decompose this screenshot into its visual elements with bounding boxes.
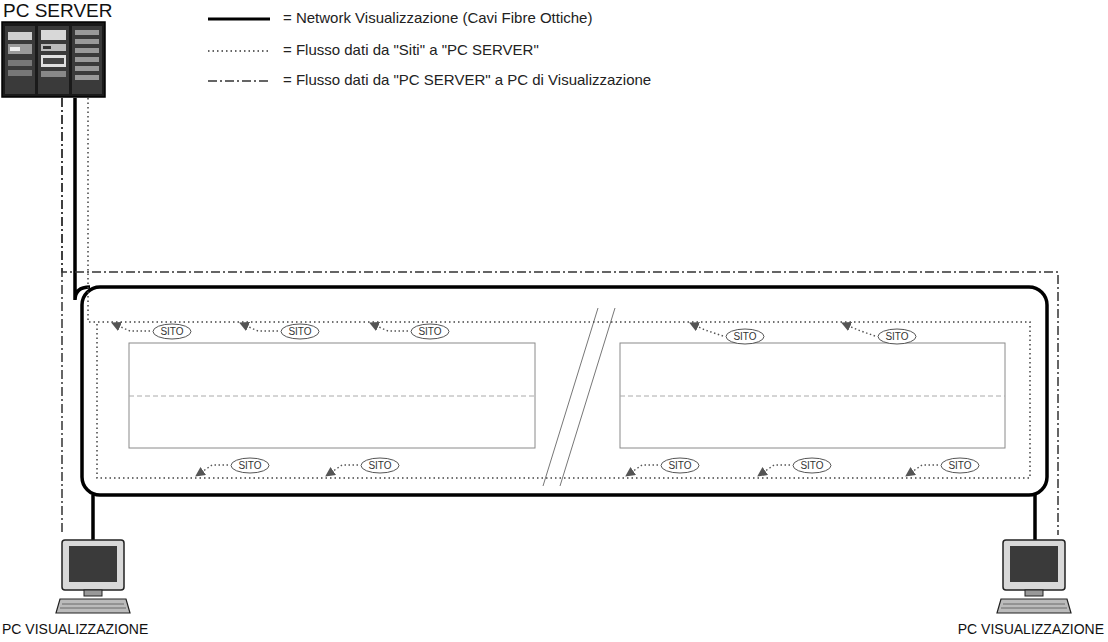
- ellipse-outline: [411, 324, 449, 339]
- flow-arrow: [326, 465, 358, 476]
- pc-node: PC VISUALIZZAZIONE: [0, 535, 190, 640]
- pc-workstation: [997, 540, 1071, 613]
- server-rack: [2, 22, 105, 97]
- dash-dot-line: [62, 98, 1058, 535]
- site-ellipse: SITO: [230, 457, 270, 474]
- area-outline: [129, 343, 535, 448]
- ellipse-outline: [661, 458, 699, 473]
- legend-sample: [208, 18, 270, 21]
- site-label: SITO: [418, 326, 441, 337]
- area-divider: [620, 396, 1005, 397]
- device-label: PC VISUALIZZAZIONE: [2, 622, 148, 637]
- site-label: SITO: [238, 460, 261, 471]
- break-mark: [543, 308, 598, 486]
- site-label: SITO: [800, 460, 823, 471]
- site-ellipse: SITO: [725, 328, 765, 345]
- flow-arrow: [906, 465, 938, 476]
- ellipse-outline: [361, 458, 399, 473]
- dash-dot-line: [61, 98, 63, 535]
- site-label: SITO: [885, 331, 908, 342]
- site-ellipse: SITO: [940, 457, 980, 474]
- ellipse-outline: [231, 458, 269, 473]
- data-link: [62, 98, 63, 535]
- flow-arrow: [240, 323, 278, 331]
- site-label: SITO: [160, 326, 183, 337]
- legend-text: = Flusso dati da "Siti" a "PC SERVER": [283, 42, 539, 59]
- ellipse-outline: [153, 324, 191, 339]
- flow-arrow: [758, 465, 790, 476]
- ellipse-outline: [281, 324, 319, 339]
- site-label: SITO: [948, 460, 971, 471]
- area-outline: [620, 343, 1005, 448]
- legend-sample: [208, 80, 270, 82]
- site-ellipse: SITO: [410, 323, 450, 340]
- pc-node: PC VISUALIZZAZIONE: [928, 535, 1106, 640]
- data-link: [62, 98, 1058, 535]
- flow-arrow: [842, 323, 875, 336]
- data-flow-loop: [88, 98, 1030, 478]
- ellipse-outline: [941, 458, 979, 473]
- site-ellipse: SITO: [280, 323, 320, 340]
- flow-arrow: [626, 465, 658, 476]
- site-ellipse: SITO: [152, 323, 192, 340]
- legend-sample: [208, 50, 270, 52]
- flow-arrow: [112, 323, 150, 331]
- site-ellipse: SITO: [792, 457, 832, 474]
- break-mark: [560, 308, 615, 486]
- fibre-cable: [1033, 495, 1037, 540]
- ellipse-outline: [878, 329, 916, 344]
- site-label: SITO: [733, 331, 756, 342]
- site-label: SITO: [288, 326, 311, 337]
- device-label: PC VISUALIZZAZIONE: [958, 622, 1104, 637]
- server-node: PC SERVER: [0, 0, 116, 98]
- site-ellipse: SITO: [360, 457, 400, 474]
- fibre-cable: [91, 495, 95, 540]
- flow-arrow: [690, 323, 723, 336]
- device-label: PC SERVER: [3, 1, 112, 22]
- fibre-ring: [82, 287, 1047, 495]
- flow-arrow: [370, 323, 408, 331]
- site-ellipse: SITO: [660, 457, 700, 474]
- site-label: SITO: [668, 460, 691, 471]
- site-label: SITO: [368, 460, 391, 471]
- site-ellipse: SITO: [877, 328, 917, 345]
- legend-text: = Network Visualizzazione (Cavi Fibre Ot…: [283, 10, 592, 27]
- flow-arrow: [196, 465, 228, 476]
- ellipse-outline: [726, 329, 764, 344]
- area-divider: [129, 396, 535, 397]
- legend-text: = Flusso dati da "PC SERVER" a PC di Vis…: [283, 72, 651, 89]
- ellipse-outline: [793, 458, 831, 473]
- pc-workstation: [56, 540, 130, 613]
